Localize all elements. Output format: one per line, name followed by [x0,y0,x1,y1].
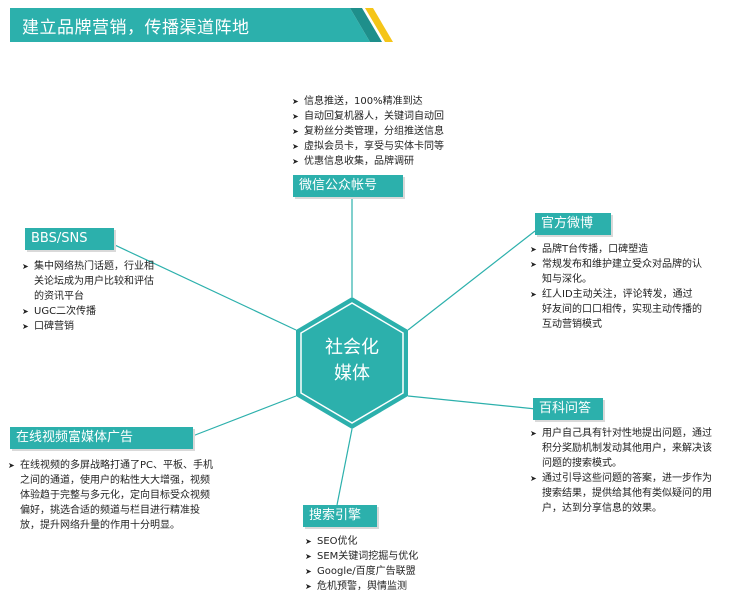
weibo-label: 官方微博 [535,213,611,235]
bbs-label: BBS/SNS [25,228,114,250]
search-label: 搜索引擎 [303,505,377,527]
center-label-line1: 社会化 [325,337,379,358]
arrowhead-icon: ➤ [305,567,312,576]
video-label: 在线视频富媒体广告 [10,427,193,449]
center-label: 社会化 媒体 [296,335,408,387]
list-item: ➤SEO优化 [305,536,358,547]
list-item: ➤品牌T台传播，口碑塑造 [530,244,649,255]
wechat-bullet-list: ➤信息推送，100%精准到达 ➤自动回复机器人，关键词自动回 ➤复粉丝分类管理，… [292,94,472,169]
list-item: ➤优惠信息收集，品牌调研 [292,156,414,167]
center-hexagon [296,297,408,429]
list-item: ➤常规发布和维护建立受众对品牌的认知与深化。 [530,259,702,285]
list-item: ➤UGC二次传播 [22,306,97,317]
bbs-bullet-list: ➤集中网络热门话题，行业相关论坛成为用户比较和评估的资讯平台 ➤UGC二次传播 … [22,259,160,334]
list-item: ➤口碑营销 [22,321,74,332]
arrowhead-icon: ➤ [292,97,299,106]
arrowhead-icon: ➤ [305,552,312,561]
arrowhead-icon: ➤ [305,537,312,546]
list-item: ➤在线视频的多屏战略打通了PC、平板、手机之间的通道，使用户的粘性大大增强，视频… [8,460,214,531]
list-item: ➤集中网络热门话题，行业相关论坛成为用户比较和评估的资讯平台 [22,261,154,302]
arrowhead-icon: ➤ [22,322,29,331]
arrowhead-icon: ➤ [22,262,29,271]
baike-label: 百科问答 [533,398,603,420]
video-bullet-list: ➤在线视频的多屏战略打通了PC、平板、手机之间的通道，使用户的粘性大大增强，视频… [8,458,216,533]
arrowhead-icon: ➤ [305,582,312,591]
connector-bbs [101,238,297,331]
list-item: ➤SEM关键词挖掘与优化 [305,551,419,562]
page-title: 建立品牌营销，传播渠道阵地 [22,18,250,38]
connector-weibo [407,230,536,331]
baike-bullet-list: ➤用户自己具有针对性地提出问题，通过积分奖励机制发动其他用户，来解决该问题的搜索… [530,426,720,516]
connector-baike [407,395,537,410]
connector-video [189,395,297,438]
list-item: ➤红人ID主动关注，评论转发，通过好友间的口口相传，实现主动传播的互动营销模式 [530,289,702,330]
list-item: ➤虚拟会员卡，享受与实体卡同等 [292,141,444,152]
arrowhead-icon: ➤ [530,290,537,299]
list-item: ➤通过引导这些问题的答案，进一步作为搜索结果，提供给其他有类似疑问的用户，达到分… [530,473,712,514]
arrowhead-icon: ➤ [530,245,537,254]
list-item: ➤用户自己具有针对性地提出问题，通过积分奖励机制发动其他用户，来解决该问题的搜索… [530,428,712,469]
title-banner: 建立品牌营销，传播渠道阵地 [10,8,394,42]
wechat-label: 微信公众帐号 [293,175,403,197]
arrowhead-icon: ➤ [530,429,537,438]
list-item: ➤自动回复机器人，关键词自动回 [292,111,444,122]
arrowhead-icon: ➤ [530,474,537,483]
center-label-line2: 媒体 [334,363,370,384]
list-item: ➤信息推送，100%精准到达 [292,96,423,107]
connector-search [336,428,353,506]
arrowhead-icon: ➤ [292,127,299,136]
list-item: ➤复粉丝分类管理，分组推送信息 [292,126,444,137]
list-item: ➤危机预警，舆情监测 [305,581,407,592]
weibo-bullet-list: ➤品牌T台传播，口碑塑造 ➤常规发布和维护建立受众对品牌的认知与深化。 ➤红人I… [530,242,702,332]
arrowhead-icon: ➤ [530,260,537,269]
arrowhead-icon: ➤ [292,157,299,166]
search-bullet-list: ➤SEO优化 ➤SEM关键词挖掘与优化 ➤Google/百度广告联盟 ➤危机预警… [305,534,475,594]
title-banner-shape [10,8,393,42]
arrowhead-icon: ➤ [292,142,299,151]
arrowhead-icon: ➤ [8,461,15,470]
arrowhead-icon: ➤ [292,112,299,121]
arrowhead-icon: ➤ [22,307,29,316]
list-item: ➤Google/百度广告联盟 [305,566,416,577]
